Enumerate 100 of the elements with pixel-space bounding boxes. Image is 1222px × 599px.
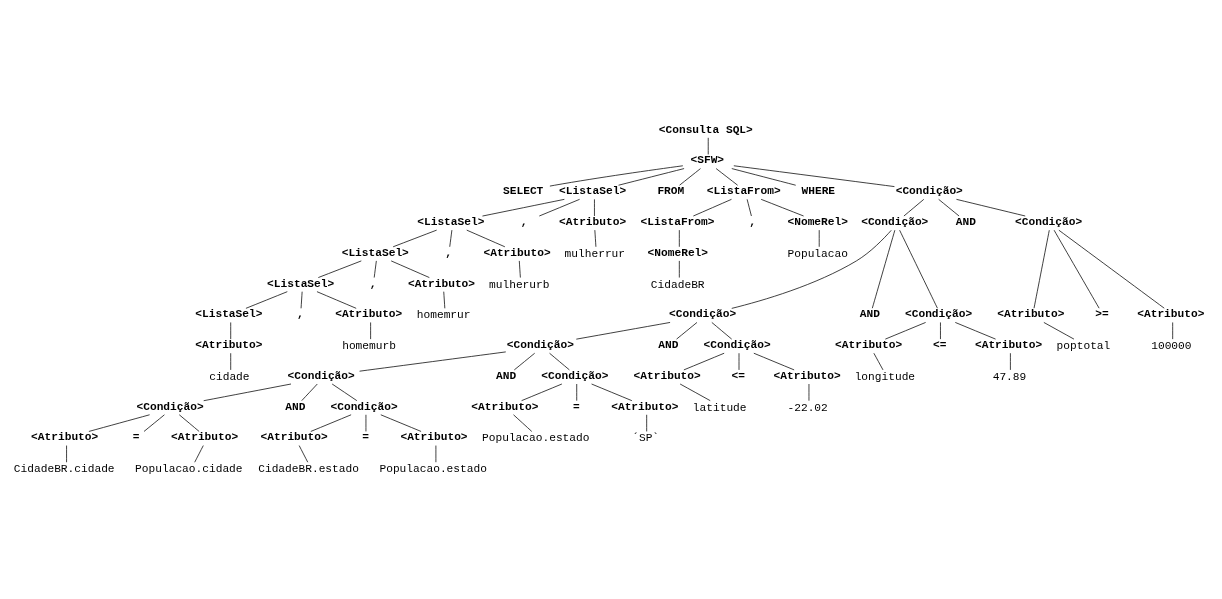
node-text: <Atributo> (1137, 307, 1205, 320)
node-text: <Condição> (330, 400, 398, 413)
node-text: <Atributo> (835, 338, 903, 351)
connector (518, 260, 521, 278)
node-text: = (132, 430, 140, 443)
node-text: <Atributo> (260, 430, 328, 443)
connector (370, 321, 371, 339)
connector (331, 383, 358, 401)
node-text: -22.02 (787, 401, 828, 414)
node-text: <ListaSel> (559, 184, 627, 197)
node-text: <Condição> (287, 369, 355, 382)
node-text: WHERE (801, 184, 836, 197)
node-text: <Atributo> (407, 277, 476, 290)
node-text: Populacao.cidade (135, 462, 243, 475)
node-text: <Condição> (895, 184, 963, 197)
node-text: 100000 (1151, 339, 1192, 352)
node-text: <Atributo> (611, 400, 679, 413)
node-text: <Condição> (861, 215, 929, 228)
node-text: <ListaFrom> (706, 184, 781, 197)
connector (746, 198, 752, 216)
node-text: Populacao.estado (482, 431, 590, 444)
connector (301, 383, 318, 401)
node-text: 47.89 (992, 370, 1027, 383)
connector (692, 198, 732, 216)
node-text: <Atributo> (559, 215, 627, 228)
connector (899, 229, 938, 309)
connector (591, 383, 633, 401)
node-text: <Consulta SQL> (658, 123, 753, 136)
connector (711, 321, 733, 339)
connector (884, 321, 926, 339)
node-text: latitude (692, 401, 747, 414)
node-text: <Atributo> (483, 246, 551, 259)
connector (731, 229, 892, 309)
connector (594, 229, 597, 247)
node-text: <Atributo> (171, 430, 239, 443)
connector (676, 321, 698, 339)
connector (731, 167, 797, 186)
connector (938, 198, 960, 216)
connector (390, 260, 430, 278)
node-text: <Condição> (136, 400, 204, 413)
node-text: >= (1095, 307, 1109, 320)
node-text: <ListaSel> (267, 277, 335, 290)
connector (443, 290, 446, 309)
node-text: <Condição> (506, 338, 574, 351)
connector (1033, 229, 1050, 309)
connector (380, 413, 422, 432)
node-text: <Atributo> (31, 430, 99, 443)
connector (373, 260, 377, 278)
node-text: poptotal (1056, 339, 1111, 352)
connector (513, 413, 533, 432)
node-text: mulherrur (564, 247, 626, 260)
node-text: <Atributo> (974, 338, 1043, 351)
connector (594, 198, 595, 216)
connector (298, 444, 309, 463)
connector (1058, 229, 1165, 309)
connector (1010, 352, 1011, 370)
node-text: <Atributo> (997, 307, 1065, 320)
connector (194, 444, 204, 463)
connector (178, 413, 200, 432)
connector (956, 198, 1026, 216)
connector (521, 383, 563, 401)
node-text: <Atributo> (471, 400, 539, 413)
node-text: CidadeBR (650, 278, 705, 290)
node-text: , (520, 215, 528, 228)
node-text: <= (731, 369, 745, 382)
node-text: <= (932, 338, 947, 351)
connector (618, 167, 685, 186)
connector (300, 290, 303, 309)
node-text: AND (859, 307, 880, 320)
node-text: AND (496, 369, 517, 382)
node-text: <ListaSel> (341, 246, 409, 259)
node-text: FROM (657, 184, 685, 197)
node-text: , (445, 246, 452, 259)
node-text: = (362, 430, 369, 443)
connector (873, 352, 884, 370)
node-text: <Condição> (1015, 215, 1083, 228)
node-text: CidadeBR.cidade (13, 462, 115, 475)
connector (538, 198, 580, 216)
connector (549, 164, 684, 186)
node-text: , (749, 215, 756, 228)
connector (310, 413, 352, 432)
node-text: <Atributo> (400, 430, 468, 443)
node-text: <Condição> (669, 307, 737, 320)
connector (466, 229, 506, 247)
connector (733, 164, 895, 187)
node-text: AND (658, 338, 679, 351)
node-text: CidadeBR.estado (258, 462, 359, 475)
connector (245, 290, 288, 309)
node-text: <Condição> (541, 369, 609, 382)
node-text: Populacao (787, 247, 848, 260)
connector (1043, 321, 1075, 339)
connector (683, 352, 725, 370)
connector (449, 229, 453, 247)
node-text: <Condição> (905, 307, 973, 320)
connector (143, 413, 165, 432)
node-text: , (369, 277, 377, 290)
node-text: <Atributo> (335, 307, 403, 320)
connector (940, 321, 941, 339)
node-text: , (296, 307, 304, 320)
connector (88, 413, 150, 432)
